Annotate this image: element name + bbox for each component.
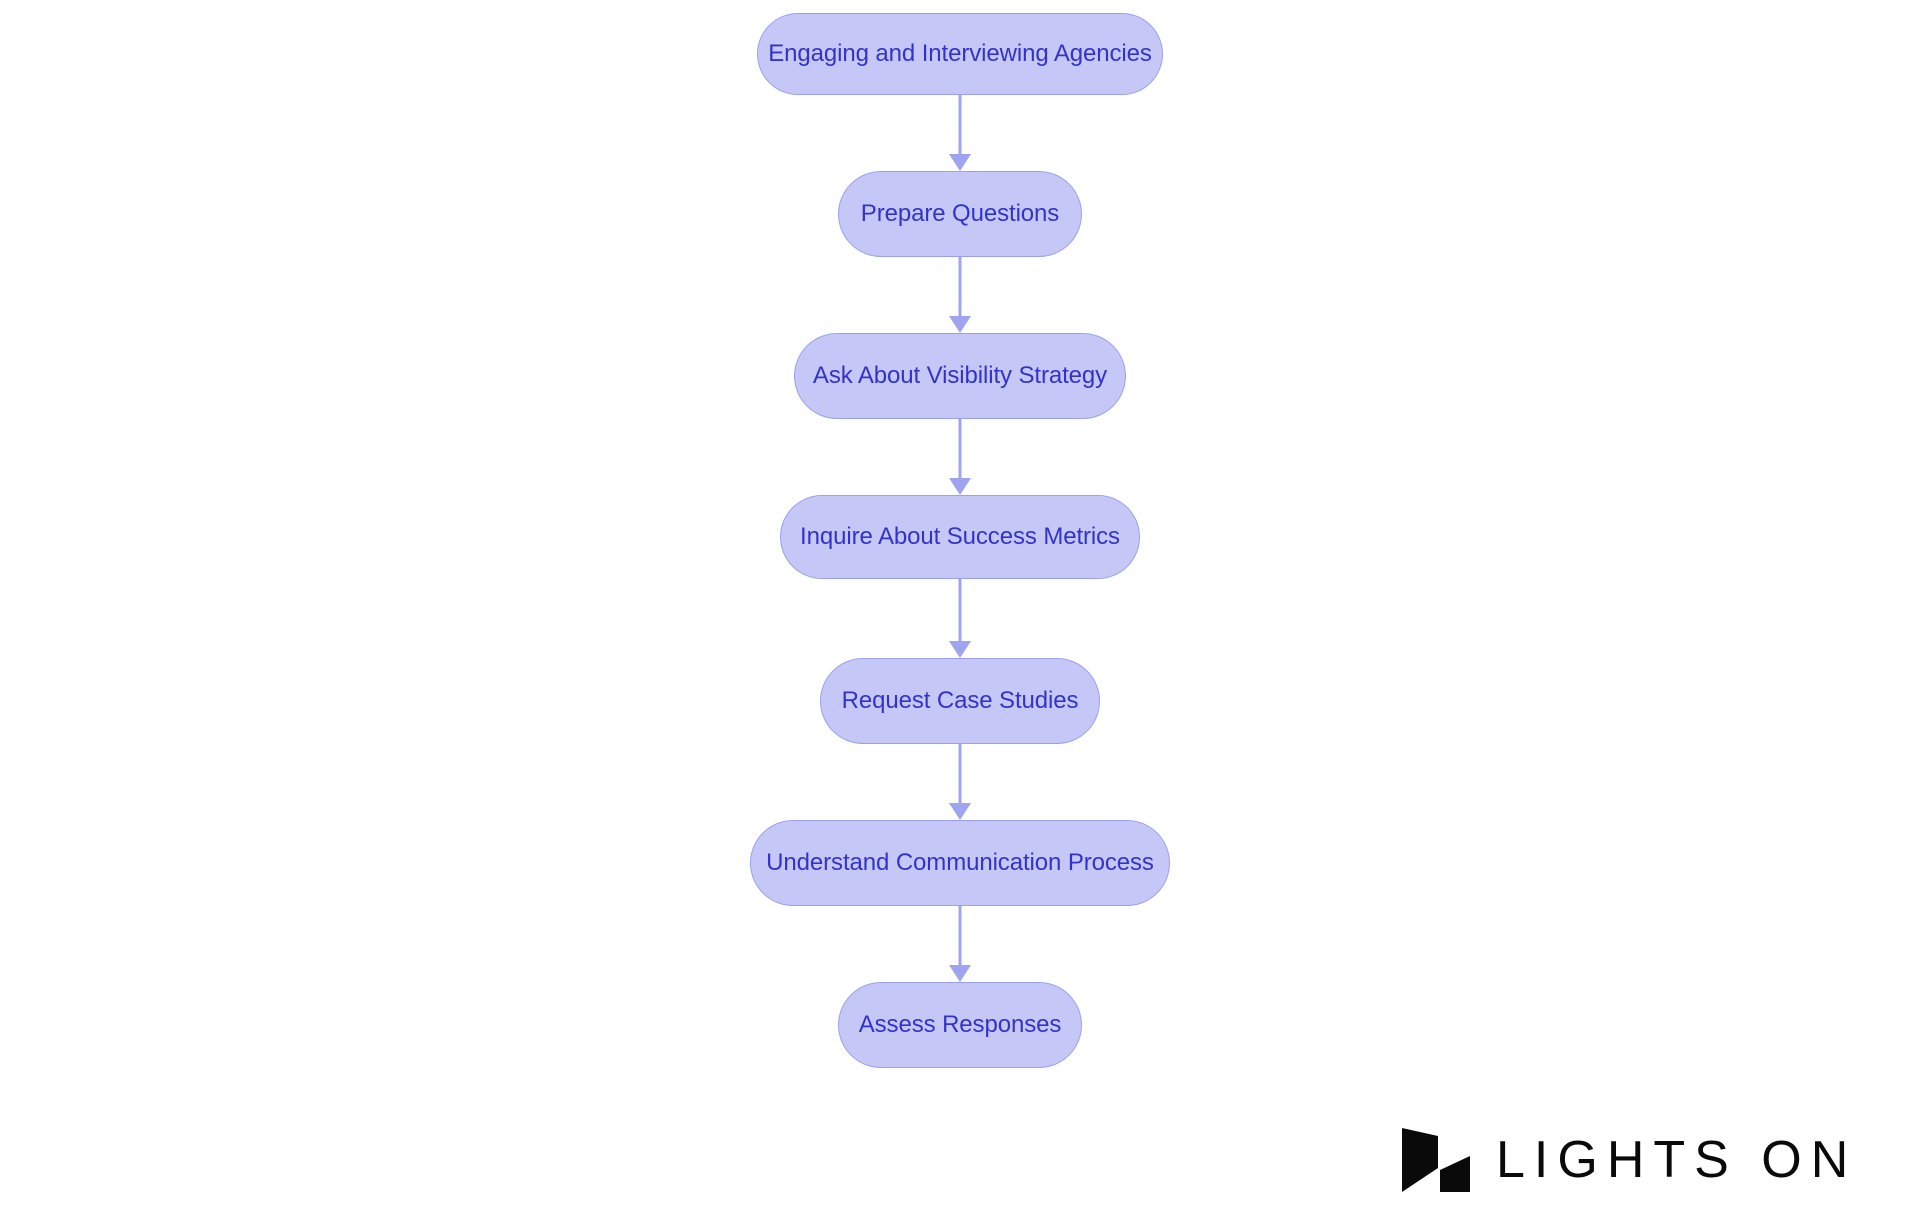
edge-shaft: [958, 257, 962, 316]
flow-node-label: Inquire About Success Metrics: [800, 523, 1120, 550]
edge-shaft: [958, 744, 962, 803]
flow-node-request-case-studies[interactable]: Request Case Studies: [820, 658, 1100, 744]
flow-node-label: Understand Communication Process: [766, 849, 1154, 876]
flow-edge-n4-to-n5: [949, 579, 971, 658]
flow-node-label: Request Case Studies: [841, 687, 1079, 714]
arrowhead-icon: [949, 641, 971, 658]
flow-node-engaging-and-interviewing-agencies[interactable]: Engaging and Interviewing Agencies: [757, 13, 1163, 95]
brand-logo: LIGHTS ON: [1398, 1124, 1857, 1196]
flow-node-assess-responses[interactable]: Assess Responses: [838, 982, 1082, 1068]
lights-on-logo-icon: [1402, 1128, 1470, 1192]
brand-wordmark: LIGHTS ON: [1496, 1131, 1858, 1189]
flow-node-understand-communication-process[interactable]: Understand Communication Process: [750, 820, 1170, 906]
edge-shaft: [958, 419, 962, 478]
arrowhead-icon: [949, 803, 971, 820]
flow-node-prepare-questions[interactable]: Prepare Questions: [838, 171, 1082, 257]
arrowhead-icon: [949, 154, 971, 171]
flow-edge-n1-to-n2: [949, 95, 971, 171]
edge-shaft: [958, 579, 962, 641]
flow-node-inquire-about-success-metrics[interactable]: Inquire About Success Metrics: [780, 495, 1140, 579]
arrowhead-icon: [949, 316, 971, 333]
flow-edge-n3-to-n4: [949, 419, 971, 495]
flow-node-label: Ask About Visibility Strategy: [812, 362, 1108, 389]
arrowhead-icon: [949, 478, 971, 495]
flow-node-label: Prepare Questions: [860, 200, 1060, 227]
edge-shaft: [958, 95, 962, 154]
flow-node-label: Assess Responses: [858, 1011, 1062, 1038]
flow-node-label: Engaging and Interviewing Agencies: [768, 40, 1152, 67]
flow-edge-n6-to-n7: [949, 906, 971, 982]
flow-edge-n2-to-n3: [949, 257, 971, 333]
flow-edge-n5-to-n6: [949, 744, 971, 820]
edge-shaft: [958, 906, 962, 965]
flow-node-ask-about-visibility-strategy[interactable]: Ask About Visibility Strategy: [794, 333, 1126, 419]
arrowhead-icon: [949, 965, 971, 982]
